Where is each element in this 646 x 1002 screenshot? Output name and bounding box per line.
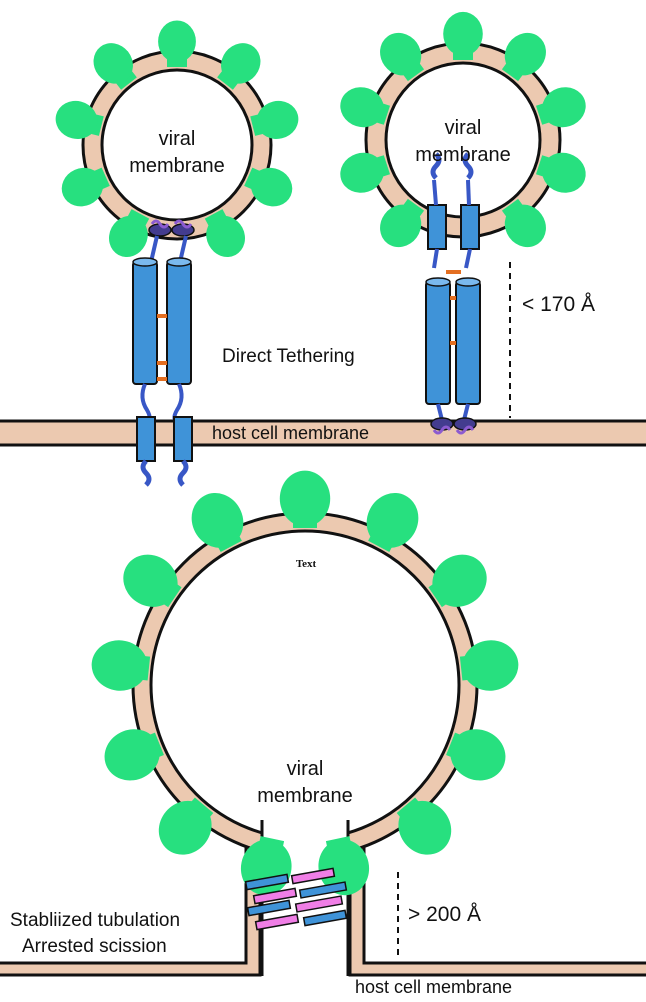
surface-protein [459, 640, 519, 691]
surface-protein [501, 198, 546, 248]
viral-membrane-label-bottom-line2: membrane [257, 785, 353, 807]
direct-tether-complex [132, 219, 195, 487]
hemifusion-tubulation [0, 470, 646, 977]
stabilized-tubulation-label: Stabliized tubulation [10, 910, 180, 931]
text-placeholder-label: Text [296, 558, 317, 570]
surface-protein [250, 100, 299, 139]
viral-membrane-label-bottom-line1: viral [287, 758, 324, 780]
viral-membrane-label-right-line1: viral [445, 117, 482, 139]
distance-label-top: < 170 Å [522, 293, 595, 316]
surface-protein [158, 20, 196, 67]
surface-protein [340, 152, 391, 193]
host-cell-membrane-label-bottom: host cell membrane [355, 977, 512, 997]
surface-protein-ring [55, 20, 299, 257]
surface-protein [366, 493, 419, 553]
surface-protein [446, 729, 506, 781]
surface-protein [340, 87, 391, 128]
viral-particle-left [55, 20, 299, 257]
surface-protein [191, 493, 244, 553]
surface-protein [244, 167, 293, 207]
viral-membrane-label-left-line1: viral [159, 128, 196, 150]
surface-protein [279, 470, 331, 528]
surface-protein [204, 209, 245, 257]
surface-protein [109, 209, 150, 257]
surface-protein [443, 11, 483, 60]
surface-protein [91, 640, 151, 691]
viral-membrane-label-left-line2: membrane [129, 155, 225, 177]
surface-protein [380, 198, 425, 248]
host-cell-membrane-top [0, 419, 646, 447]
surface-protein [501, 32, 546, 82]
surface-protein [93, 43, 137, 90]
surface-protein [380, 32, 425, 82]
surface-protein [535, 87, 586, 128]
surface-protein [158, 797, 214, 855]
surface-protein [55, 100, 104, 139]
direct-tethering-label: Direct Tethering [222, 346, 355, 367]
surface-protein [318, 836, 370, 896]
surface-protein [396, 797, 452, 855]
fusion-protein-complex [425, 152, 481, 435]
surface-protein-ring [91, 470, 519, 896]
surface-protein [217, 43, 261, 90]
helical-scaffold [244, 867, 348, 931]
viral-membrane-label-right-line2: membrane [415, 144, 511, 166]
surface-protein [123, 554, 182, 608]
host-cell-membrane-label-top: host cell membrane [212, 423, 369, 443]
distance-label-bottom: > 200 Å [408, 903, 481, 926]
arrested-scission-label: Arrested scission [22, 936, 167, 957]
surface-protein-ring [340, 11, 586, 248]
surface-protein [61, 167, 110, 207]
surface-protein [535, 152, 586, 193]
surface-protein [428, 554, 487, 608]
surface-protein [104, 729, 164, 781]
